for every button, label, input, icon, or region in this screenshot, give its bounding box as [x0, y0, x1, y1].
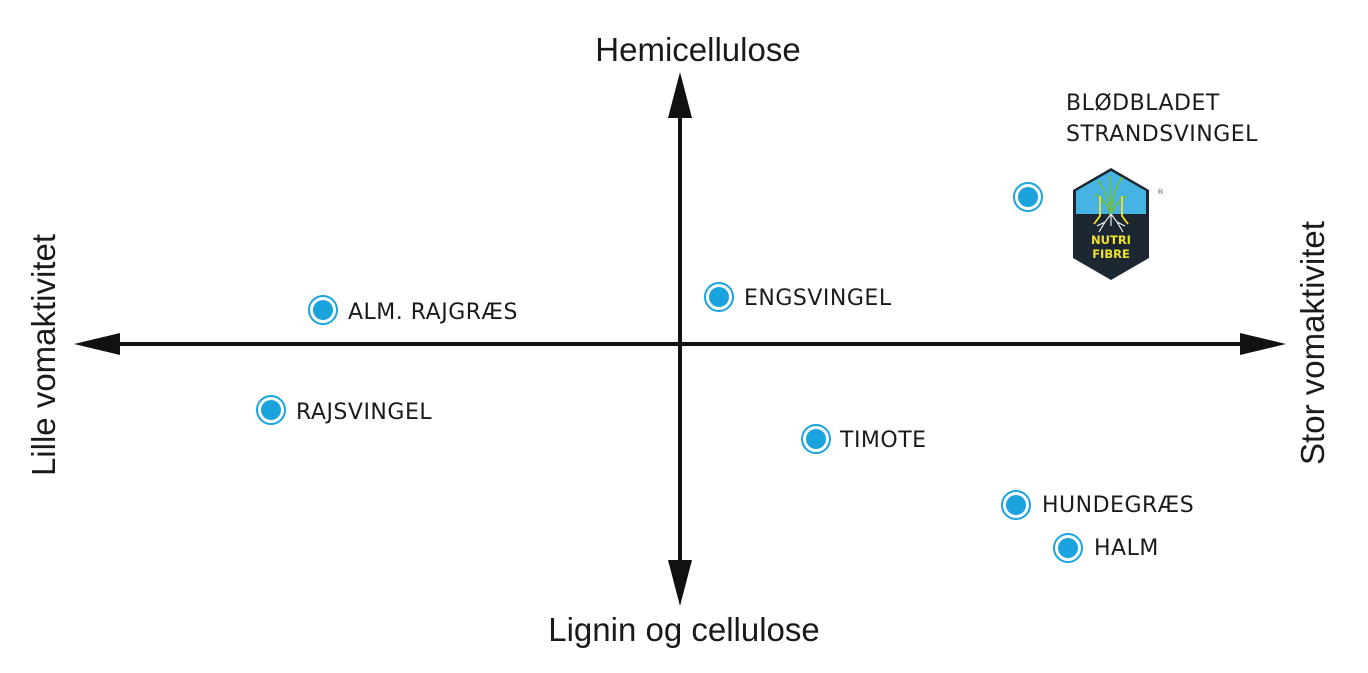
arrow-right-icon [1240, 333, 1286, 355]
point-alm-rajgraes: ALM. RAJGRÆS [308, 295, 518, 325]
point-label: HALM [1094, 536, 1159, 561]
root-icon [1096, 213, 1126, 233]
marker-icon [801, 424, 831, 454]
point-hundegraes: HUNDEGRÆS [1001, 490, 1194, 520]
nutri-fibre-badge-icon: NUTRI FIBRE ® [1073, 168, 1164, 280]
axis-title-left: Lille vomaktivitet [25, 234, 62, 476]
arrow-up-icon [668, 72, 692, 118]
point-engsvingel: ENGSVINGEL [704, 282, 892, 312]
point-label: ENGSVINGEL [744, 286, 892, 311]
registered-mark: ® [1157, 188, 1164, 196]
point-label: TIMOTE [839, 428, 927, 453]
point-halm: HALM [1053, 533, 1159, 563]
grass-sprout-icon [1094, 175, 1128, 215]
marker-icon [704, 282, 734, 312]
logo-frame-icon [1093, 196, 1129, 225]
axis-title-right: Stor vomaktivitet [1294, 221, 1331, 465]
point-label: ALM. RAJGRÆS [348, 300, 518, 325]
logo-text-line-2: FIBRE [1092, 247, 1130, 261]
point-timote: TIMOTE [801, 424, 927, 454]
marker-icon [308, 295, 338, 325]
axis-arrowheads [74, 72, 1286, 606]
arrow-left-icon [74, 333, 120, 355]
point-label-line-1: BLØDBLADET [1066, 91, 1220, 116]
axis-title-top: Hemicellulose [595, 31, 800, 68]
arrow-down-icon [668, 560, 692, 606]
marker-icon [1013, 182, 1043, 212]
point-rajsvingel: RAJSVINGEL [256, 395, 432, 425]
marker-icon [1001, 490, 1031, 520]
point-label: HUNDEGRÆS [1042, 493, 1194, 518]
axes [112, 112, 1248, 566]
marker-icon [256, 395, 286, 425]
marker-icon [1053, 533, 1083, 563]
axis-title-bottom: Lignin og cellulose [548, 611, 820, 648]
point-blodbladet-strandsvingel: BLØDBLADET STRANDSVINGEL [1013, 91, 1258, 212]
point-label: RAJSVINGEL [296, 400, 432, 425]
point-label-line-2: STRANDSVINGEL [1066, 122, 1258, 147]
logo-text-line-1: NUTRI [1091, 233, 1131, 247]
